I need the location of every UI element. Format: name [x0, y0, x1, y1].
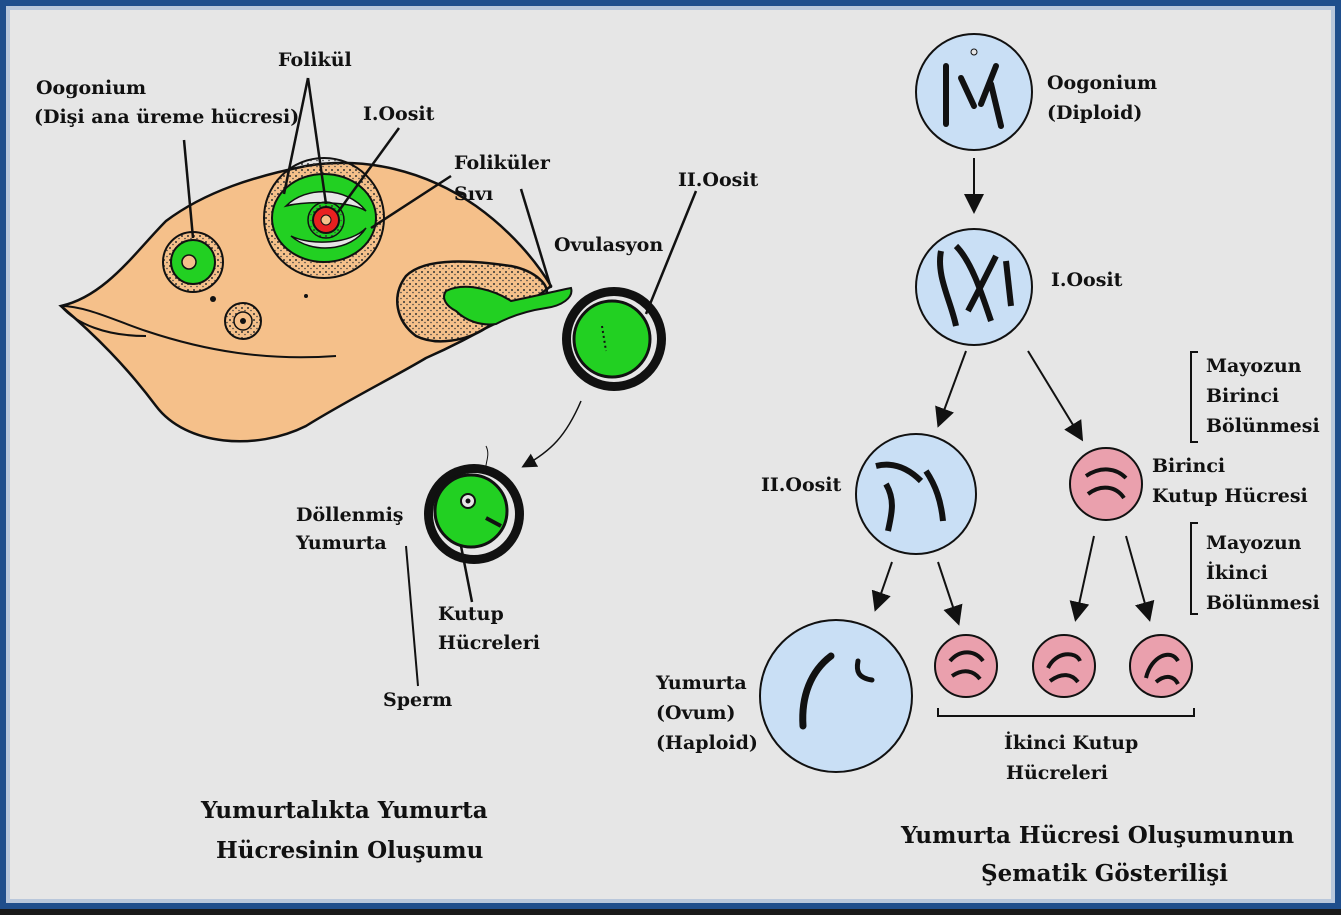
arrow-oosit1-to-polar1: [1027, 350, 1084, 442]
label-oosit1-right: I.Oosit: [1051, 269, 1123, 291]
bracket-mayoz1: [1190, 351, 1198, 443]
sperm-trail: [485, 445, 489, 473]
label-kutup-hucresi: Kutup Hücresi: [1152, 485, 1308, 507]
label-sivi: Sıvı: [454, 183, 493, 205]
follicular-fluid-stream: [443, 285, 573, 326]
label-ovum: (Ovum): [656, 702, 736, 724]
leader-oogonium: [182, 139, 195, 239]
label-kutup: Kutup: [438, 603, 504, 625]
scheme-oosit2-cell: [855, 433, 977, 555]
label-birinci-kutup: Birinci: [1152, 455, 1225, 477]
label-mayozun-1: Mayozun: [1206, 355, 1302, 377]
label-dollenmis: Döllenmiş: [296, 504, 404, 526]
oogonium-follicle: [162, 231, 224, 293]
label-bolunmesi-1: Bölünmesi: [1206, 415, 1320, 437]
scheme-oosit1-cell: [915, 228, 1033, 346]
arrow-oosit2-to-ovum: [871, 561, 893, 612]
oogenesis-diagram: Oogonium (Dişi ana üreme hücresi) Folikü…: [34, 33, 1320, 887]
label-birinci: Birinci: [1206, 385, 1279, 407]
label-hucreleri: Hücreleri: [438, 632, 540, 654]
caption-left-line2: Hücresinin Oluşumu: [216, 837, 483, 864]
label-hucreleri-right: Hücreleri: [1006, 762, 1108, 784]
label-mayozun-2: Mayozun: [1206, 532, 1302, 554]
label-ovulasyon: Ovulasyon: [554, 234, 663, 256]
label-diploid: (Diploid): [1047, 102, 1142, 124]
caption-left-line1: Yumurtalıkta Yumurta: [200, 797, 488, 824]
label-bolunmesi-2: Bölünmesi: [1206, 592, 1320, 614]
leader-folikuler: [370, 174, 452, 230]
ovary-speck: [210, 296, 216, 302]
label-sperm: Sperm: [383, 689, 452, 711]
label-yumurta-right: Yumurta: [655, 672, 747, 694]
polar-pointer: [459, 545, 474, 603]
scheme-oogonium-cell: [915, 33, 1033, 151]
sperm-line: [405, 545, 419, 687]
leader-folikul-a: [282, 77, 310, 195]
secondary-oocyte: [562, 287, 666, 391]
scheme-polar1-cell: [1069, 447, 1143, 521]
label-oosit2-right: II.Oosit: [761, 474, 842, 496]
arrow-to-fertilized: [521, 400, 582, 468]
bracket-polar2: [937, 708, 1195, 717]
bracket-mayoz2: [1190, 522, 1198, 615]
label-folikuler: Foliküler: [454, 152, 551, 174]
leader-oosit2: [644, 190, 698, 315]
label-oogonium-desc: (Dişi ana üreme hücresi): [34, 106, 299, 128]
label-haploid: (Haploid): [656, 732, 758, 754]
arrow-polar1-to-polar2c: [1125, 535, 1155, 622]
caption-right-line2: Şematik Gösterilişi: [981, 860, 1228, 887]
leader-folikul-b: [306, 77, 328, 205]
small-follicle: [224, 302, 262, 340]
scheme-polar2c-cell: [1129, 634, 1193, 698]
scheme-ovum-cell: [759, 619, 913, 773]
arrow-oosit2-to-polar2a: [937, 561, 963, 626]
scheme-polar2a-cell: [934, 634, 998, 698]
label-ikinci-kutup: İkinci Kutup: [1004, 731, 1138, 754]
growing-follicle: [263, 157, 385, 279]
caption-right-line1: Yumurta Hücresi Oluşumunun: [900, 822, 1294, 849]
label-ikinci: İkinci: [1206, 561, 1268, 584]
ovary-ligament: [60, 305, 147, 337]
label-oogonium-right: Oogonium: [1047, 72, 1157, 94]
leader-oosit1: [336, 127, 401, 213]
label-yumurta-left: Yumurta: [295, 532, 387, 554]
fertilized-egg: [424, 464, 524, 564]
label-oosit2-left: II.Oosit: [678, 169, 759, 191]
leader-ovulasyon-fluid: [519, 188, 553, 289]
arrow-oosit1-to-oosit2: [935, 350, 967, 428]
ovary-speck: [304, 294, 308, 298]
arrow-polar1-to-polar2b: [1069, 535, 1095, 622]
label-folikul: Folikül: [278, 49, 352, 71]
scheme-polar2b-cell: [1032, 634, 1096, 698]
ruptured-follicle: [396, 260, 573, 343]
label-oosit1-left: I.Oosit: [363, 103, 435, 125]
ovary-fold: [60, 305, 337, 359]
label-oogonium: Oogonium: [36, 77, 146, 99]
